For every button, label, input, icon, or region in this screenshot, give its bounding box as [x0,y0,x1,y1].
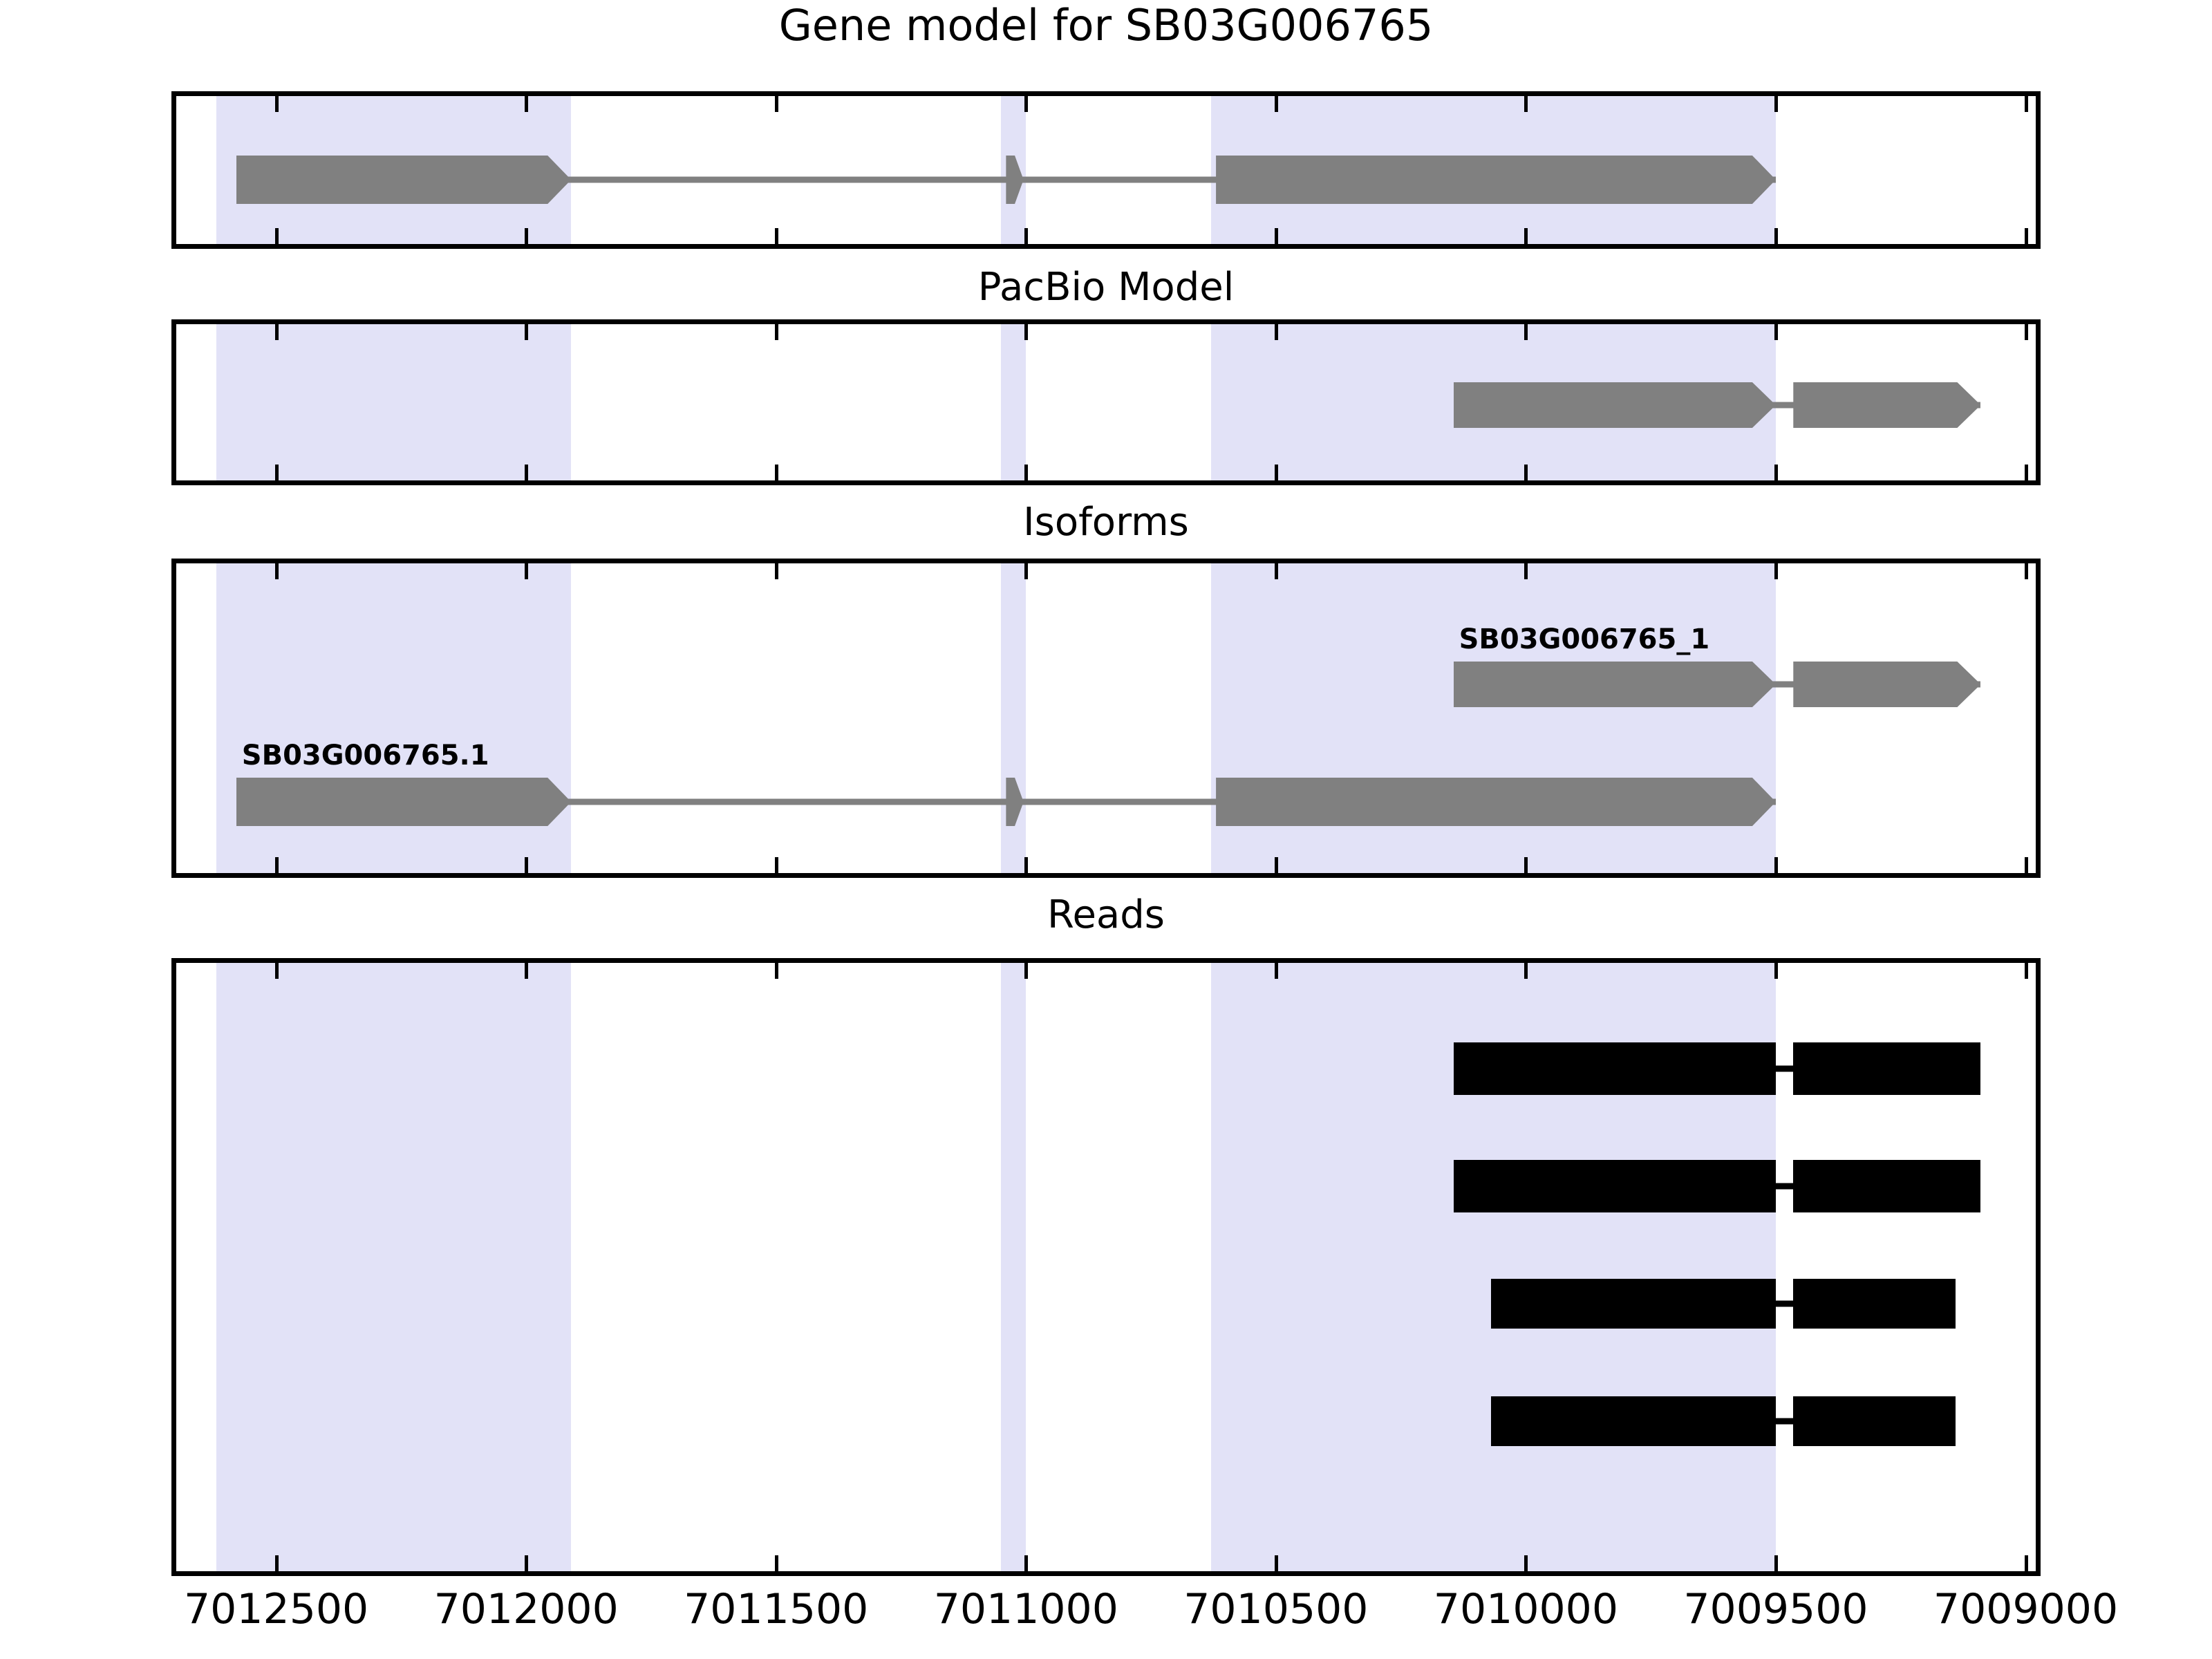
highlight-exon1-region [216,963,572,1571]
exon-block[interactable] [1006,778,1024,826]
track-gene-model-transcript[interactable] [176,156,2036,204]
axis-tick-label: 7010500 [1183,1585,1369,1633]
exon-block[interactable] [1793,1042,1981,1095]
track-isoform-SB03G006765.1[interactable] [176,778,2036,826]
exon-block[interactable] [1453,382,1776,428]
track-read-3[interactable] [176,1279,2036,1329]
panel-title-reads: Reads [1047,892,1165,937]
highlight-exon3-region [1210,563,1776,873]
track-read-2[interactable] [176,1160,2036,1212]
panel-pacbio-model [171,319,2041,485]
intron-line [236,798,1776,805]
axis-tick-label: 7009000 [1933,1585,2119,1633]
track-isoform-SB03G006765_1[interactable] [176,662,2036,707]
exon-block[interactable] [1793,382,1981,428]
highlight-exon2-region [1001,563,1027,873]
exon-block[interactable] [1453,1160,1776,1212]
panel-reads [171,958,2041,1576]
panel-title-isoforms: Isoforms [1023,500,1189,545]
feature-label-isoform-SB03G006765.1: SB03G006765.1 [241,740,489,771]
exon-block[interactable] [1490,1396,1776,1446]
exon-block[interactable] [1793,662,1981,707]
intron-line [236,176,1776,183]
exon-block[interactable] [236,156,572,204]
exon-block[interactable] [1793,1396,1956,1446]
axis-tick-label: 7009500 [1683,1585,1868,1633]
exon-block[interactable] [1453,662,1776,707]
page-title: Gene model for SB03G006765 [778,0,1434,50]
track-read-4[interactable] [176,1396,2036,1446]
exon-block[interactable] [1453,1042,1776,1095]
highlight-exon1-region [216,563,572,873]
axis-tick-label: 7012000 [433,1585,619,1633]
highlight-exon2-region [1001,963,1027,1571]
axis-tick-label: 7012500 [184,1585,369,1633]
axis-tick-label: 7011500 [684,1585,869,1633]
track-pacbio-transcript[interactable] [176,382,2036,428]
highlight-exon2-region [1001,324,1027,480]
panel-title-pacbio: PacBio Model [977,265,1235,310]
exon-block[interactable] [1216,156,1776,204]
exon-block[interactable] [236,778,572,826]
exon-block[interactable] [1793,1160,1981,1212]
feature-label-isoform-SB03G006765_1: SB03G006765_1 [1459,624,1710,655]
axis-tick-label: 7010000 [1433,1585,1619,1633]
axis-tick-label: 7011000 [933,1585,1118,1633]
exon-block[interactable] [1793,1279,1956,1329]
panel-gene-model [171,91,2041,249]
highlight-exon1-region [216,324,572,480]
exon-block[interactable] [1216,778,1776,826]
exon-block[interactable] [1490,1279,1776,1329]
exon-block[interactable] [1006,156,1024,204]
track-read-1[interactable] [176,1042,2036,1095]
